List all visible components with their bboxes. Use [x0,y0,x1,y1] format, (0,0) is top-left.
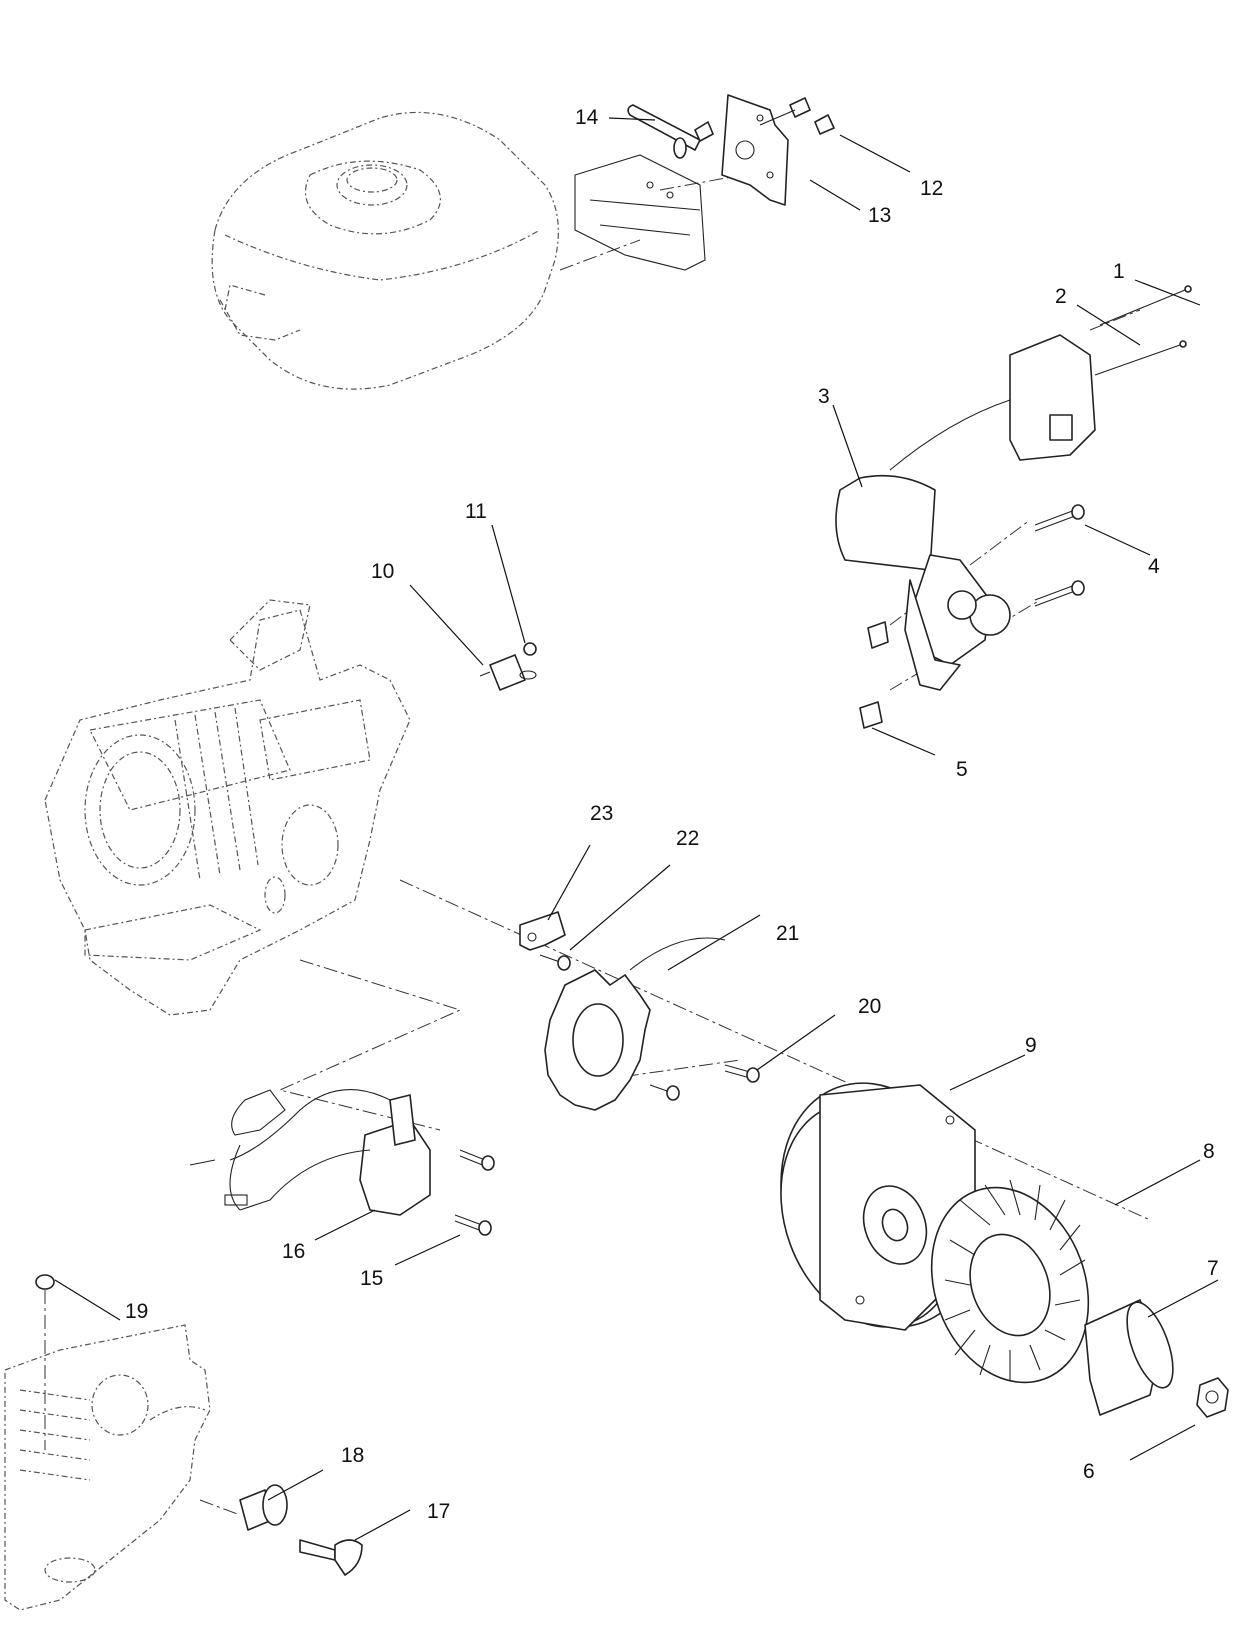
callout-1: 1 [1113,260,1125,283]
part-3-starter-motor [835,334,1096,691]
callout-3: 3 [818,385,830,408]
callout-6: 6 [1083,1460,1095,1483]
part-12-screws [694,97,835,142]
callout-22: 22 [676,827,699,850]
callout-21: 21 [776,922,799,945]
part-6-nut [1196,1377,1229,1418]
callout-23: 23 [590,802,613,825]
part-22-screw [539,954,571,971]
part-16-ignition-coil [189,1089,431,1216]
part-4-bolts [1034,504,1085,607]
callout-20: 20 [858,995,881,1018]
engine-block-ghost [44,599,411,1016]
control-bracket [574,154,706,271]
callout-16: 16 [282,1240,305,1263]
callout-13: 13 [868,204,891,227]
blower-housing-ghost [4,1324,211,1611]
part-21-stator [544,937,726,1111]
callout-8: 8 [1203,1140,1215,1163]
part-14-lever [627,104,701,159]
callout-19: 19 [125,1300,148,1323]
callout-15: 15 [360,1267,383,1290]
part-13-plate [721,94,789,206]
callout-11: 11 [465,500,487,523]
part-5-spacers [859,621,889,729]
part-8-fan [930,1179,1090,1384]
part-17-key [299,1539,363,1576]
callout-4: 4 [1148,555,1160,578]
part-11-screw [519,642,537,680]
callout-labels: 1 2 3 4 5 6 7 8 9 10 11 12 13 14 15 16 1… [125,106,1219,1523]
part-15-bolts [454,1149,495,1236]
part-1-2-bolts [1094,285,1192,376]
callout-2: 2 [1055,285,1067,308]
callout-17: 17 [427,1500,450,1523]
callout-14: 14 [575,106,599,129]
callout-7: 7 [1207,1257,1219,1280]
callout-9: 9 [1025,1034,1037,1057]
part-7-cup [1084,1299,1174,1416]
callout-5: 5 [956,758,968,781]
leader-lines [54,117,1219,1541]
callout-18: 18 [341,1444,364,1467]
callout-12: 12 [920,177,943,200]
part-10-switch [479,654,526,691]
callout-10: 10 [371,560,394,583]
part-20-screws [649,1064,760,1101]
part-19-clip [35,1274,55,1290]
fuel-tank-ghost [211,111,559,390]
part-23-bracket [519,911,566,951]
part-18-key-switch [239,1484,288,1531]
